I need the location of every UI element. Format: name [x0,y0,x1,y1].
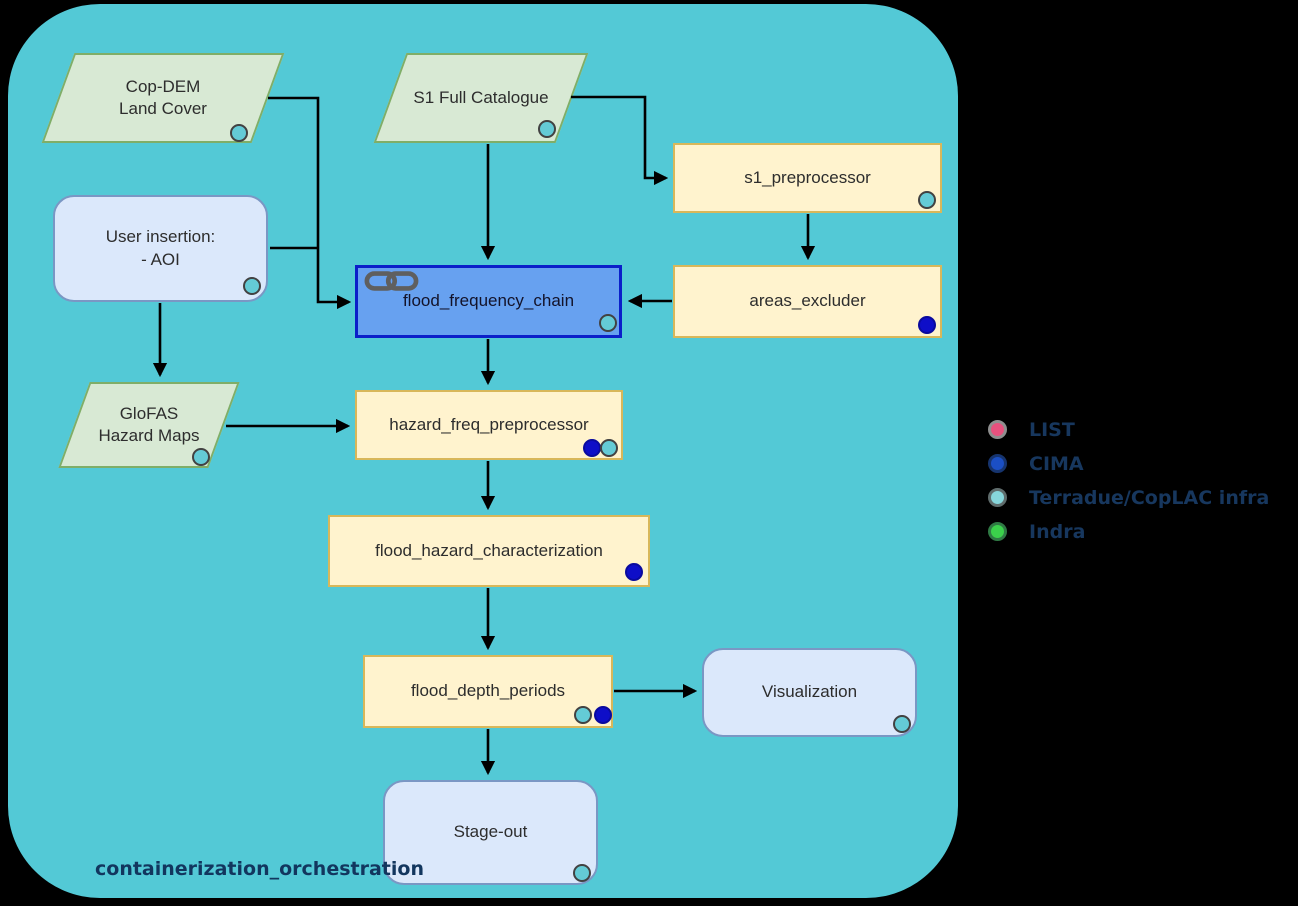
owner-badge-terradue [573,864,591,882]
owner-badge-terradue [538,120,556,138]
link-icon [364,271,419,291]
legend-label-terradue: Terradue/CopLAC infra [1029,486,1270,509]
owner-badge-terradue [893,715,911,733]
owner-badge-terradue [918,191,936,209]
container-label: containerization_orchestration [95,858,424,880]
node-label: hazard_freq_preprocessor [389,414,589,434]
legend-item-indra: Indra [988,520,1269,543]
legend-label-indra: Indra [1029,520,1086,543]
legend-item-list: LIST [988,418,1269,441]
legend-dot-indra [988,522,1007,541]
legend-item-cima: CIMA [988,452,1269,475]
node-label: GloFAS Hazard Maps [98,403,200,445]
legend-dot-list [988,420,1007,439]
legend: LIST CIMA Terradue/CopLAC infra Indra [988,418,1270,543]
node-stage-out: Stage-out [383,780,598,885]
owner-badge-cima [625,563,643,581]
node-areas-excluder: areas_excluder [673,265,942,338]
node-label: flood_frequency_chain [402,291,575,311]
node-label: areas_excluder [749,291,866,311]
node-hazard-freq-preprocessor: hazard_freq_preprocessor [355,390,623,460]
node-flood-depth-periods: flood_depth_periods [363,655,613,728]
owner-badge-terradue [599,314,617,332]
owner-badge-terradue [230,124,248,142]
node-label: Stage-out [453,822,528,842]
node-glofas-hazard-maps: GloFAS Hazard Maps [58,382,240,468]
node-cop-dem-land-cover: Cop-DEM Land Cover [41,53,285,143]
node-flood-frequency-chain[interactable]: flood_frequency_chain [355,265,622,338]
owner-badge-terradue [243,277,261,295]
legend-item-terradue: Terradue/CopLAC infra [988,486,1270,509]
node-visualization: Visualization [702,648,917,737]
node-s1-preprocessor: s1_preprocessor [673,143,942,213]
legend-dot-terradue [988,488,1007,507]
legend-dot-cima [988,454,1007,473]
node-s1-full-catalogue: S1 Full Catalogue [373,53,589,143]
owner-badge-cima [583,439,601,457]
owner-badge-cima [918,316,936,334]
legend-label-cima: CIMA [1029,452,1084,475]
node-label: flood_hazard_characterization [375,540,603,560]
owner-badge-terradue [600,439,618,457]
owner-badge-terradue [574,706,592,724]
node-label: User insertion: - AOI [105,227,216,269]
node-label: flood_depth_periods [410,681,566,701]
legend-label-list: LIST [1029,418,1075,441]
owner-badge-cima [594,706,612,724]
node-label: Cop-DEM Land Cover [119,76,207,118]
owner-badge-terradue [192,448,210,466]
node-label: s1_preprocessor [744,167,871,187]
node-label: Visualization [761,682,858,702]
node-flood-hazard-characterization: flood_hazard_characterization [328,515,650,587]
node-user-insertion-aoi: User insertion: - AOI [53,195,268,302]
node-label: S1 Full Catalogue [413,87,549,107]
